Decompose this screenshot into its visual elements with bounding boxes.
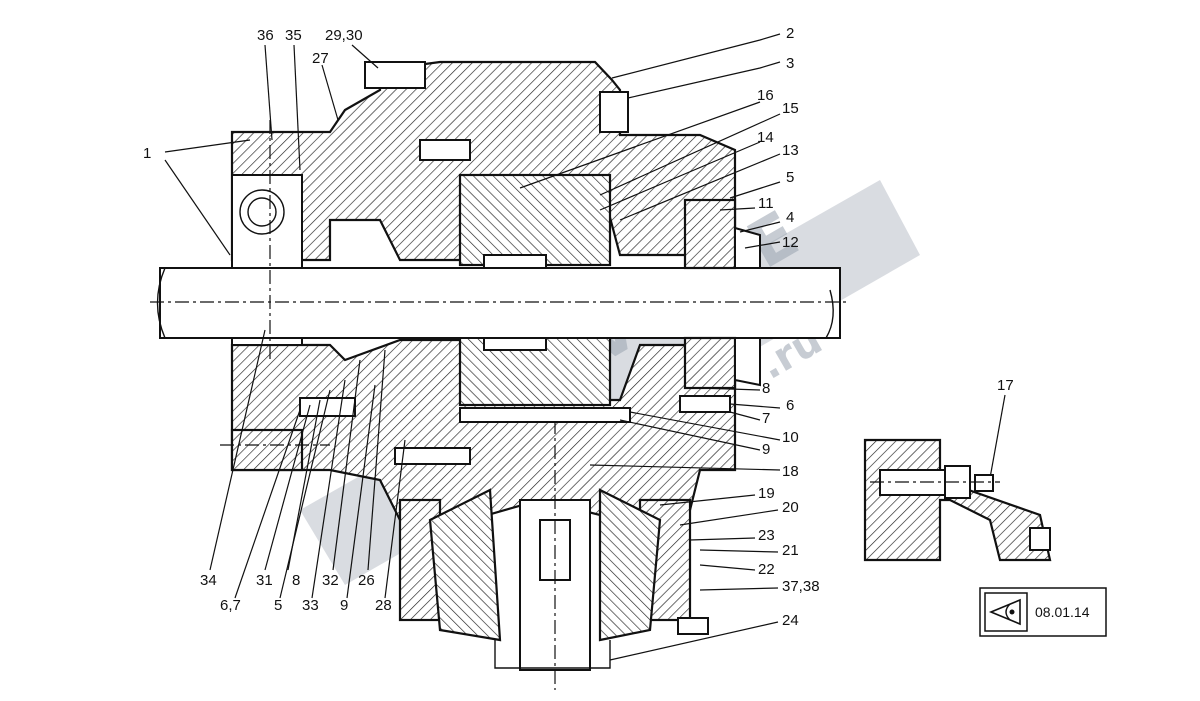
callout-2: 2 [786,25,794,42]
bolt-29 [364,61,426,89]
detail-view: 17 [863,377,1052,562]
callout-9-right: 9 [762,441,770,458]
callout-6-7: 6,7 [220,597,241,614]
callout-27: 27 [312,50,329,67]
right-bearing [683,198,761,390]
callout-28: 28 [375,597,392,614]
callout-8-bottom: 8 [292,572,300,589]
callout-7-right: 7 [762,410,770,427]
callout-21: 21 [782,542,799,559]
callout-9-bottom: 9 [340,597,348,614]
callout-31: 31 [256,572,273,589]
callout-13: 13 [782,142,799,159]
callout-11: 11 [758,195,774,212]
bolt-lower-left [394,447,471,465]
callout-18: 18 [782,463,799,480]
doc-reference: 08.01.14 [979,587,1107,637]
callout-6-right: 6 [786,397,794,414]
callout-17: 17 [997,377,1014,394]
callout-36: 36 [257,27,274,44]
differential-upper [458,173,612,267]
callout-35: 35 [285,27,302,44]
callout-32: 32 [322,572,339,589]
right-callouts: 2 3 16 15 14 13 5 11 4 12 8 6 7 10 9 18 … [757,25,820,629]
callout-37-38: 37,38 [782,578,820,595]
detail-plug [974,474,994,492]
pinion-assembly [398,420,709,690]
callout-22: 22 [758,561,775,578]
callout-14: 14 [757,129,774,146]
bolt-6 [679,395,731,413]
callout-23: 23 [758,527,775,544]
callout-19: 19 [758,485,775,502]
callout-8-right: 8 [762,380,770,397]
callout-16: 16 [757,87,774,104]
callout-33: 33 [302,597,319,614]
bottom-callouts: 34 31 8 32 26 6,7 5 33 9 28 [200,572,392,614]
bearing-circle [239,189,285,235]
bolt-24 [677,617,709,635]
callout-4: 4 [786,209,794,226]
callout-12: 12 [782,234,799,251]
callout-10: 10 [782,429,799,446]
doc-code: 08.01.14 [1035,604,1090,620]
long-bolt [459,407,631,423]
callout-15: 15 [782,100,799,117]
callout-1: 1 [143,145,151,162]
callout-5-bottom: 5 [274,597,282,614]
callout-20: 20 [782,499,799,516]
callout-5-right: 5 [786,169,794,186]
callout-26: 26 [358,572,375,589]
bolt-upper [419,139,471,161]
callout-29-30: 29,30 [325,27,363,44]
callout-3: 3 [786,55,794,72]
callout-24: 24 [782,612,799,629]
callout-34: 34 [200,572,217,589]
bolt-3 [599,91,629,133]
leader-lines [164,33,1006,661]
main-shaft [159,267,841,339]
